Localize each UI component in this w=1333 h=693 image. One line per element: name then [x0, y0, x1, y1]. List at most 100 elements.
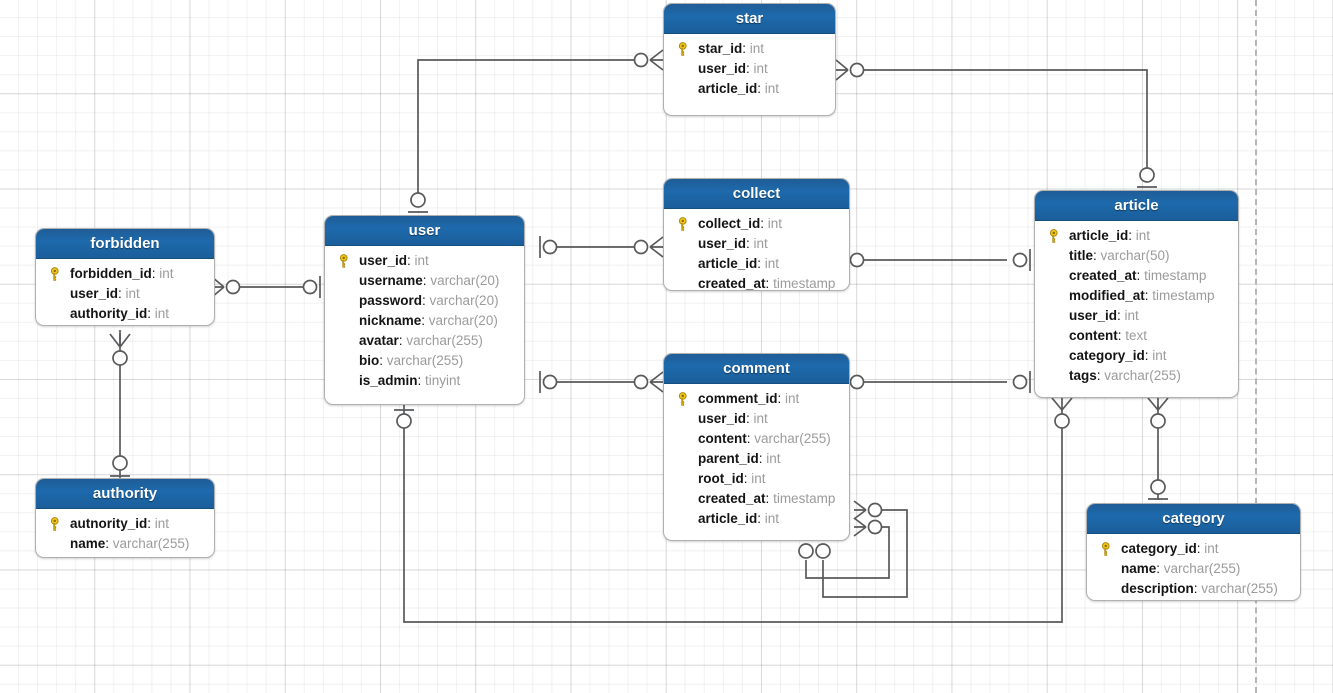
- field-row[interactable]: article_id: int: [670, 509, 841, 529]
- field-type: int: [1152, 348, 1167, 363]
- link-user-collect: [539, 236, 664, 258]
- field-type: int: [154, 306, 170, 321]
- field-row[interactable]: user_id: int: [670, 59, 827, 79]
- field-name: created_at: [698, 491, 766, 506]
- field-type: varchar(255): [1163, 561, 1241, 576]
- field-row[interactable]: root_id: int: [670, 469, 841, 489]
- field-name: forbidden_id: [70, 266, 152, 281]
- field-row[interactable]: user_id: int: [42, 284, 206, 304]
- field-separator: :: [1093, 248, 1101, 263]
- field-row[interactable]: description: varchar(255): [1093, 579, 1292, 599]
- field-name: bio: [359, 353, 380, 368]
- entity-title-authority: authority: [36, 479, 214, 509]
- field-separator: :: [1096, 368, 1105, 383]
- link-comment-article: [835, 371, 1031, 393]
- field-name: parent_id: [698, 451, 759, 466]
- field-row[interactable]: content: varchar(255): [670, 429, 841, 449]
- field-separator: :: [1117, 328, 1126, 343]
- field-row[interactable]: parent_id: int: [670, 449, 841, 469]
- field-name: content: [1069, 328, 1118, 343]
- field-row[interactable]: avatar: varchar(255): [331, 331, 516, 351]
- field-type: varchar(20): [428, 313, 498, 328]
- field-row[interactable]: created_at: timestamp: [670, 274, 841, 290]
- field-row[interactable]: article_id: int: [1041, 226, 1230, 246]
- field-row[interactable]: user_id: int: [670, 234, 841, 254]
- field-separator: :: [1193, 581, 1202, 596]
- field-name: article_id: [698, 511, 758, 526]
- field-separator: :: [417, 373, 426, 388]
- field-type: int: [1204, 541, 1219, 556]
- field-row[interactable]: collect_id: int: [670, 214, 841, 234]
- field-row[interactable]: created_at: timestamp: [1041, 266, 1230, 286]
- field-name: description: [1121, 581, 1194, 596]
- field-row[interactable]: nickname: varchar(20): [331, 311, 516, 331]
- field-row[interactable]: user_id: int: [331, 251, 516, 271]
- field-row[interactable]: password: varchar(20): [331, 291, 516, 311]
- primary-key-icon: [50, 517, 59, 531]
- field-type: int: [753, 411, 768, 426]
- field-separator: :: [746, 61, 754, 76]
- field-row[interactable]: username: varchar(20): [331, 271, 516, 291]
- field-type: int: [154, 516, 170, 531]
- field-row[interactable]: name: varchar(255): [1093, 559, 1292, 579]
- field-type: varchar(255): [1201, 581, 1278, 596]
- field-separator: :: [765, 491, 774, 506]
- field-separator: :: [379, 353, 387, 368]
- field-separator: :: [422, 293, 430, 308]
- field-row[interactable]: authority_id: int: [42, 304, 206, 324]
- field-row[interactable]: tags: varchar(255): [1041, 366, 1230, 386]
- field-separator: :: [757, 256, 765, 271]
- field-type: varchar(20): [430, 273, 500, 288]
- field-row[interactable]: content: text: [1041, 326, 1230, 346]
- field-row[interactable]: modified_at: timestamp: [1041, 286, 1230, 306]
- field-row[interactable]: category_id: int: [1041, 346, 1230, 366]
- field-row[interactable]: comment_id: int: [670, 389, 841, 409]
- field-row[interactable]: created_at: timestamp: [670, 489, 841, 509]
- field-row[interactable]: is_admin: tinyint: [331, 371, 516, 391]
- field-name: user_id: [698, 61, 747, 76]
- field-name: name: [1121, 561, 1157, 576]
- field-separator: :: [1117, 308, 1125, 323]
- field-type: varchar(255): [386, 353, 464, 368]
- field-separator: :: [147, 306, 155, 321]
- field-type: text: [1125, 328, 1148, 343]
- field-row[interactable]: user_id: int: [1041, 306, 1230, 326]
- primary-key-icon: [1049, 229, 1058, 243]
- field-name: modified_at: [1069, 288, 1145, 303]
- field-name: created_at: [1069, 268, 1137, 283]
- field-type: int: [766, 451, 781, 466]
- field-type: int: [785, 391, 800, 406]
- field-row[interactable]: bio: varchar(255): [331, 351, 516, 371]
- primary-key-icon: [678, 217, 687, 231]
- link-user-article: [394, 397, 1073, 623]
- field-name: user_id: [359, 253, 408, 268]
- field-row[interactable]: user_id: int: [670, 409, 841, 429]
- field-row[interactable]: category_id: int: [1093, 539, 1292, 559]
- field-row[interactable]: article_id: int: [670, 79, 827, 99]
- entity-title-comment: comment: [664, 354, 849, 384]
- field-row[interactable]: forbidden_id: int: [42, 264, 206, 284]
- field-type: varchar(20): [429, 293, 499, 308]
- field-separator: :: [1144, 288, 1153, 303]
- field-row[interactable]: autnority_id: int: [42, 514, 206, 534]
- field-row[interactable]: title: varchar(50): [1041, 246, 1230, 266]
- field-row[interactable]: name: varchar(255): [42, 534, 206, 554]
- field-separator: :: [746, 431, 755, 446]
- field-row[interactable]: article_id: int: [670, 254, 841, 274]
- link-forbidden-authority: [109, 330, 131, 478]
- field-name: user_id: [1069, 308, 1118, 323]
- field-type: int: [159, 266, 174, 281]
- field-row[interactable]: star_id: int: [670, 39, 827, 59]
- field-name: collect_id: [698, 216, 761, 231]
